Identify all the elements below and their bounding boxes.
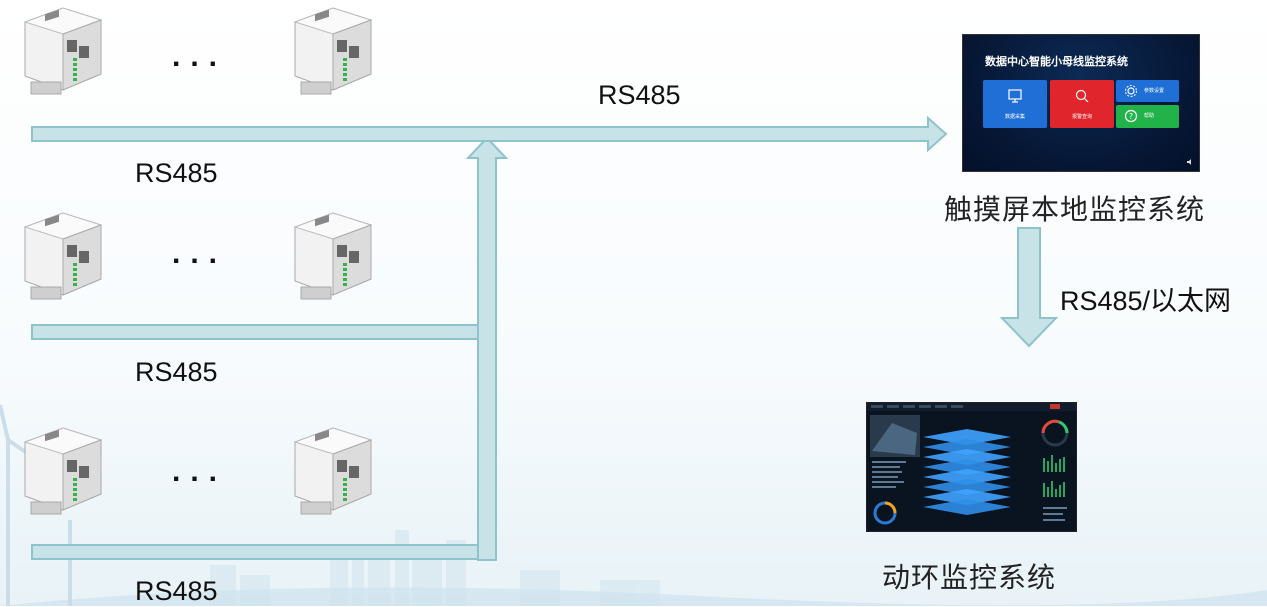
tile-label: 报警查询 (1071, 114, 1092, 120)
device-ellipsis: ... (172, 237, 228, 270)
touch-screen-title: 数据中心智能小母线监控系统 (985, 55, 1128, 68)
tile-help[interactable]: ? 帮助 (1116, 105, 1179, 128)
device-module (24, 212, 102, 300)
link-label: RS485/以太网 (1060, 286, 1232, 316)
down-link-arrow (999, 227, 1059, 348)
device-module (294, 7, 372, 95)
device-module (294, 427, 372, 515)
tile-label: 参数设置 (1144, 88, 1165, 94)
tile-label: 帮助 (1144, 113, 1155, 119)
bus-1-label: RS485 (135, 158, 218, 188)
touch-system-caption: 触摸屏本地监控系统 (944, 193, 1206, 226)
touch-screen: 数据中心智能小母线监控系统 数据采集 报警查询 参数设置 ? 帮助 (962, 34, 1200, 172)
top-bus-arrow (31, 115, 948, 153)
dashboard-preview (867, 403, 1076, 525)
tile-label: 数据采集 (1004, 114, 1025, 120)
tile-alarm-query[interactable]: 报警查询 (1050, 80, 1114, 128)
device-module (24, 7, 102, 95)
dashboard-screen (866, 402, 1077, 532)
vertical-trunk-arrow (465, 136, 509, 561)
gear-icon (1125, 85, 1137, 97)
help-icon: ? (1124, 109, 1138, 123)
device-ellipsis: ... (172, 40, 228, 73)
tile-data-collection[interactable]: 数据采集 (983, 80, 1047, 128)
tile-parameter-settings[interactable]: 参数设置 (1116, 80, 1179, 102)
device-module (294, 212, 372, 300)
device-ellipsis: ... (172, 455, 228, 488)
bus-line-3 (31, 544, 479, 560)
search-icon (1075, 89, 1089, 103)
svg-text:?: ? (1129, 112, 1133, 121)
device-module (24, 427, 102, 515)
bus-2-label: RS485 (135, 357, 218, 387)
bus-line-2 (31, 324, 479, 340)
dashboard-system-caption: 动环监控系统 (882, 561, 1057, 594)
monitor-icon (1008, 89, 1022, 103)
bus-3-label: RS485 (135, 576, 218, 606)
bus-top-label: RS485 (598, 80, 681, 110)
speaker-icon (1187, 159, 1191, 165)
